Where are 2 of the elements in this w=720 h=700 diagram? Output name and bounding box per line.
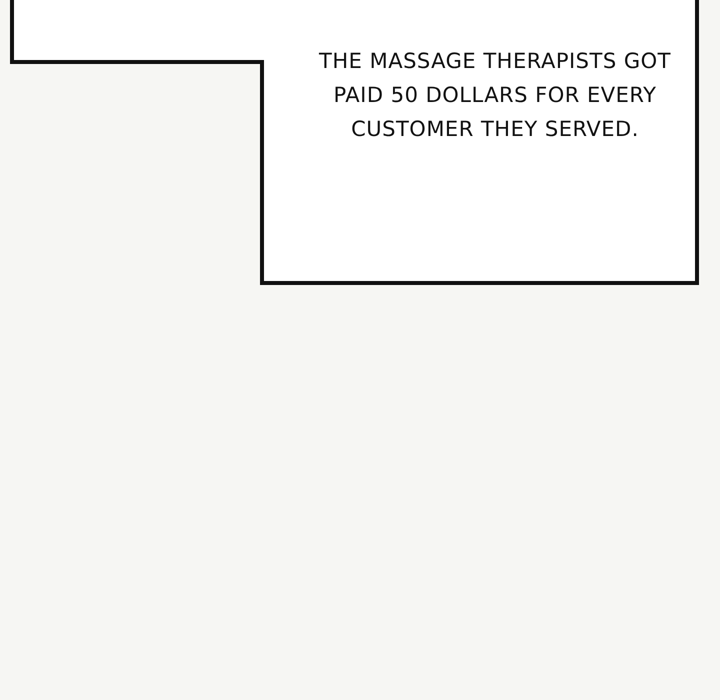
caption-text: THE MASSAGE THERAPISTS GOT PAID 50 DOLLARS FOR EVERY CUSTOMER THEY SERVED. bbox=[318, 48, 672, 143]
caption-box bbox=[10, 0, 700, 286]
